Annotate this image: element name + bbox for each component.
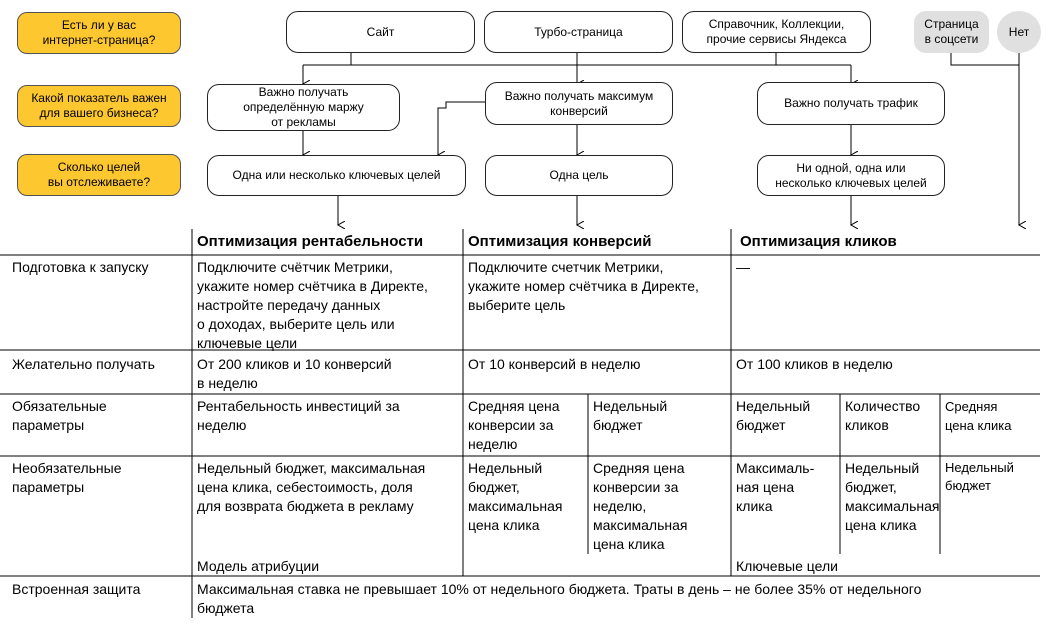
cell-required-profitability: Рентабельность инвестиций за неделю bbox=[197, 398, 400, 433]
cell-attribution-model: Модель атрибуции bbox=[197, 558, 320, 574]
page-none: Нет bbox=[997, 11, 1041, 53]
cell-required-clicks-cpc: Средняя цена клика bbox=[945, 399, 1012, 433]
cell-optional-clicks-count: Недельный бюджет, максимальная цена клик… bbox=[845, 460, 940, 533]
cell-desired-clicks: От 100 кликов в неделю bbox=[736, 356, 893, 372]
header-clicks: Оптимизация кликов bbox=[740, 233, 897, 250]
cell-prep-profitability: Подключите счётчик Метрики, укажите номе… bbox=[197, 259, 428, 351]
cell-optional-clicks-budget: Максималь- ная цена клика bbox=[736, 460, 815, 514]
row-label-prep: Подготовка к запуску bbox=[12, 259, 149, 275]
cell-prep-conversions: Подключите счетчик Метрики, укажите номе… bbox=[468, 259, 699, 313]
metric-margin: Важно получать определённую маржу от рек… bbox=[207, 84, 400, 131]
goals-one: Одна цель bbox=[485, 155, 673, 196]
page-turbo: Турбо-страница bbox=[484, 11, 673, 53]
cell-optional-profitability: Недельный бюджет, максимальная цена клик… bbox=[197, 460, 426, 514]
cell-required-clicks-count: Количество кликов bbox=[845, 398, 921, 433]
cell-optional-conv-cpa: Недельный бюджет, максимальная цена клик… bbox=[468, 460, 563, 533]
goals-one-or-several: Одна или несколько ключевых целей bbox=[207, 155, 466, 196]
row-label-required: Обязательные параметры bbox=[12, 398, 107, 433]
question-goals: Сколько целей вы отслеживаете? bbox=[17, 154, 181, 196]
metric-conversions: Важно получать максимум конверсий bbox=[485, 82, 673, 125]
cell-required-conv-budget: Недельный бюджет bbox=[593, 398, 668, 433]
cell-required-conv-cpa: Средняя цена конверсии за неделю bbox=[468, 398, 560, 452]
cell-desired-profitability: От 200 кликов и 10 конверсий в неделю bbox=[197, 356, 392, 391]
row-label-desired: Желательно получать bbox=[12, 356, 155, 372]
cell-prep-clicks: — bbox=[736, 259, 750, 275]
page-social: Страница в соцсети bbox=[914, 11, 989, 53]
question-metric: Какой показатель важен для вашего бизнес… bbox=[17, 85, 181, 127]
page-site: Сайт bbox=[286, 11, 475, 53]
cell-optional-conv-budget: Средняя цена конверсии за неделю, максим… bbox=[593, 460, 688, 552]
header-conversions: Оптимизация конверсий bbox=[468, 233, 652, 250]
cell-desired-conversions: От 10 конверсий в неделю bbox=[468, 356, 641, 372]
page-yandex-services: Справочник, Коллекции, прочие сервисы Ян… bbox=[682, 11, 871, 53]
metric-traffic: Важно получать трафик bbox=[757, 82, 945, 125]
header-profitability: Оптимизация рентабельности bbox=[197, 233, 424, 250]
goals-none-one-several: Ни одной, одна или несколько ключевых це… bbox=[757, 155, 945, 196]
cell-required-clicks-budget: Недельный бюджет bbox=[736, 398, 811, 433]
question-has-page: Есть ли у вас интернет-страница? bbox=[17, 12, 181, 54]
cell-optional-clicks-cpc: Недельный бюджет bbox=[945, 460, 1014, 493]
row-label-optional: Необязательные параметры bbox=[12, 460, 122, 495]
cell-protection: Максимальная ставка не превышает 10% от … bbox=[197, 581, 922, 616]
row-label-protection: Встроенная защита bbox=[12, 581, 141, 597]
cell-key-goals: Ключевые цели bbox=[736, 558, 838, 574]
